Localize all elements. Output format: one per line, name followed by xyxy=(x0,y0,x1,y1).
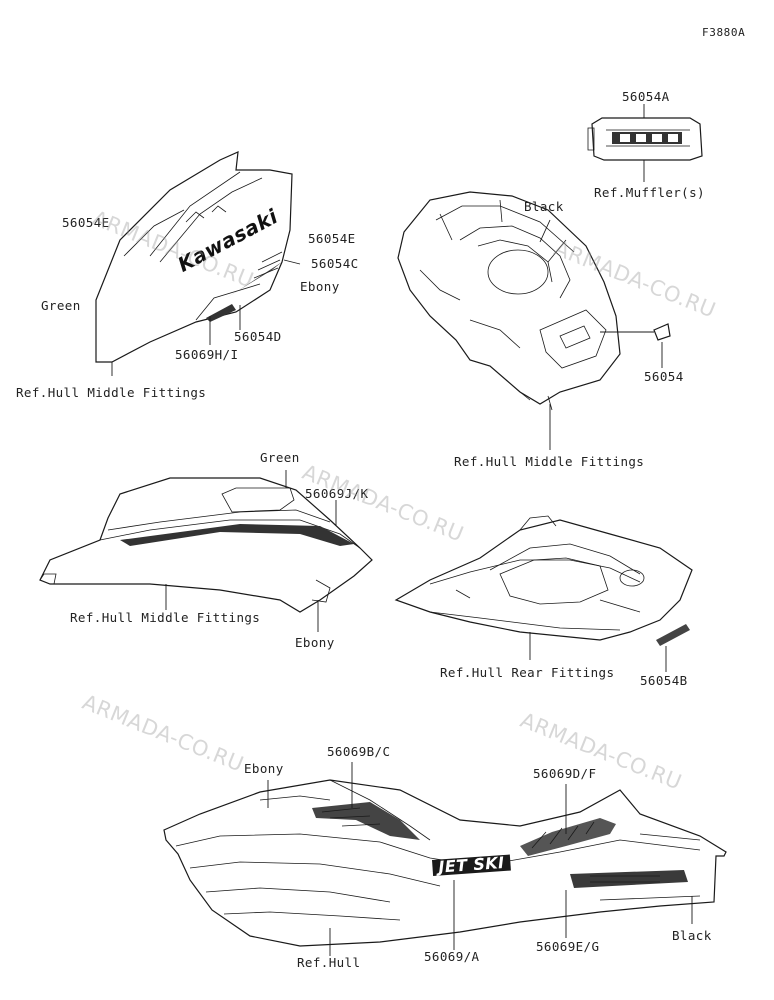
callout-ebony-3: Ebony xyxy=(244,761,284,776)
hull-middle-assembly-part xyxy=(397,191,671,450)
callout-ref-hull-middle-1: Ref.Hull Middle Fittings xyxy=(16,385,207,400)
muffler-decal-part xyxy=(587,104,703,182)
callout-56054d: 56054D xyxy=(234,329,282,344)
left-side-cover-part xyxy=(95,151,301,376)
callout-ref-hull-middle-2: Ref.Hull Middle Fittings xyxy=(454,454,645,469)
callout-56069jk: 56069J/K xyxy=(305,486,369,501)
hull-rear-assembly-part xyxy=(394,515,693,672)
callout-56069hi: 56069H/I xyxy=(175,347,239,362)
callout-ebony-2: Ebony xyxy=(295,635,335,650)
callout-56054: 56054 xyxy=(644,369,684,384)
callout-black-top: Black xyxy=(524,199,564,214)
callout-56069eg: 56069E/G xyxy=(536,939,600,954)
callout-ref-hull: Ref.Hull xyxy=(297,955,361,970)
hull-middle-side-cover-part xyxy=(39,470,373,632)
callout-black-bottom: Black xyxy=(672,928,712,943)
callout-ref-muffler: Ref.Muffler(s) xyxy=(594,185,705,200)
callout-ref-hull-rear: Ref.Hull Rear Fittings xyxy=(440,665,615,680)
callout-ref-hull-middle-3: Ref.Hull Middle Fittings xyxy=(70,610,261,625)
callout-ebony-1: Ebony xyxy=(300,279,340,294)
callout-56054a: 56054A xyxy=(622,89,670,104)
callout-56069df: 56069D/F xyxy=(533,766,597,781)
main-hull-part xyxy=(163,762,727,956)
callout-green-1: Green xyxy=(41,298,81,313)
callout-56054c: 56054C xyxy=(311,256,359,271)
callout-56054b: 56054B xyxy=(640,673,688,688)
callout-56069bc: 56069B/C xyxy=(327,744,391,759)
callout-56054e-right: 56054E xyxy=(308,231,356,246)
figure-code: F3880A xyxy=(702,26,746,39)
callout-green-2: Green xyxy=(260,450,300,465)
callout-56069a: 56069/A xyxy=(424,949,480,964)
callout-56054e-left: 56054E xyxy=(62,215,110,230)
